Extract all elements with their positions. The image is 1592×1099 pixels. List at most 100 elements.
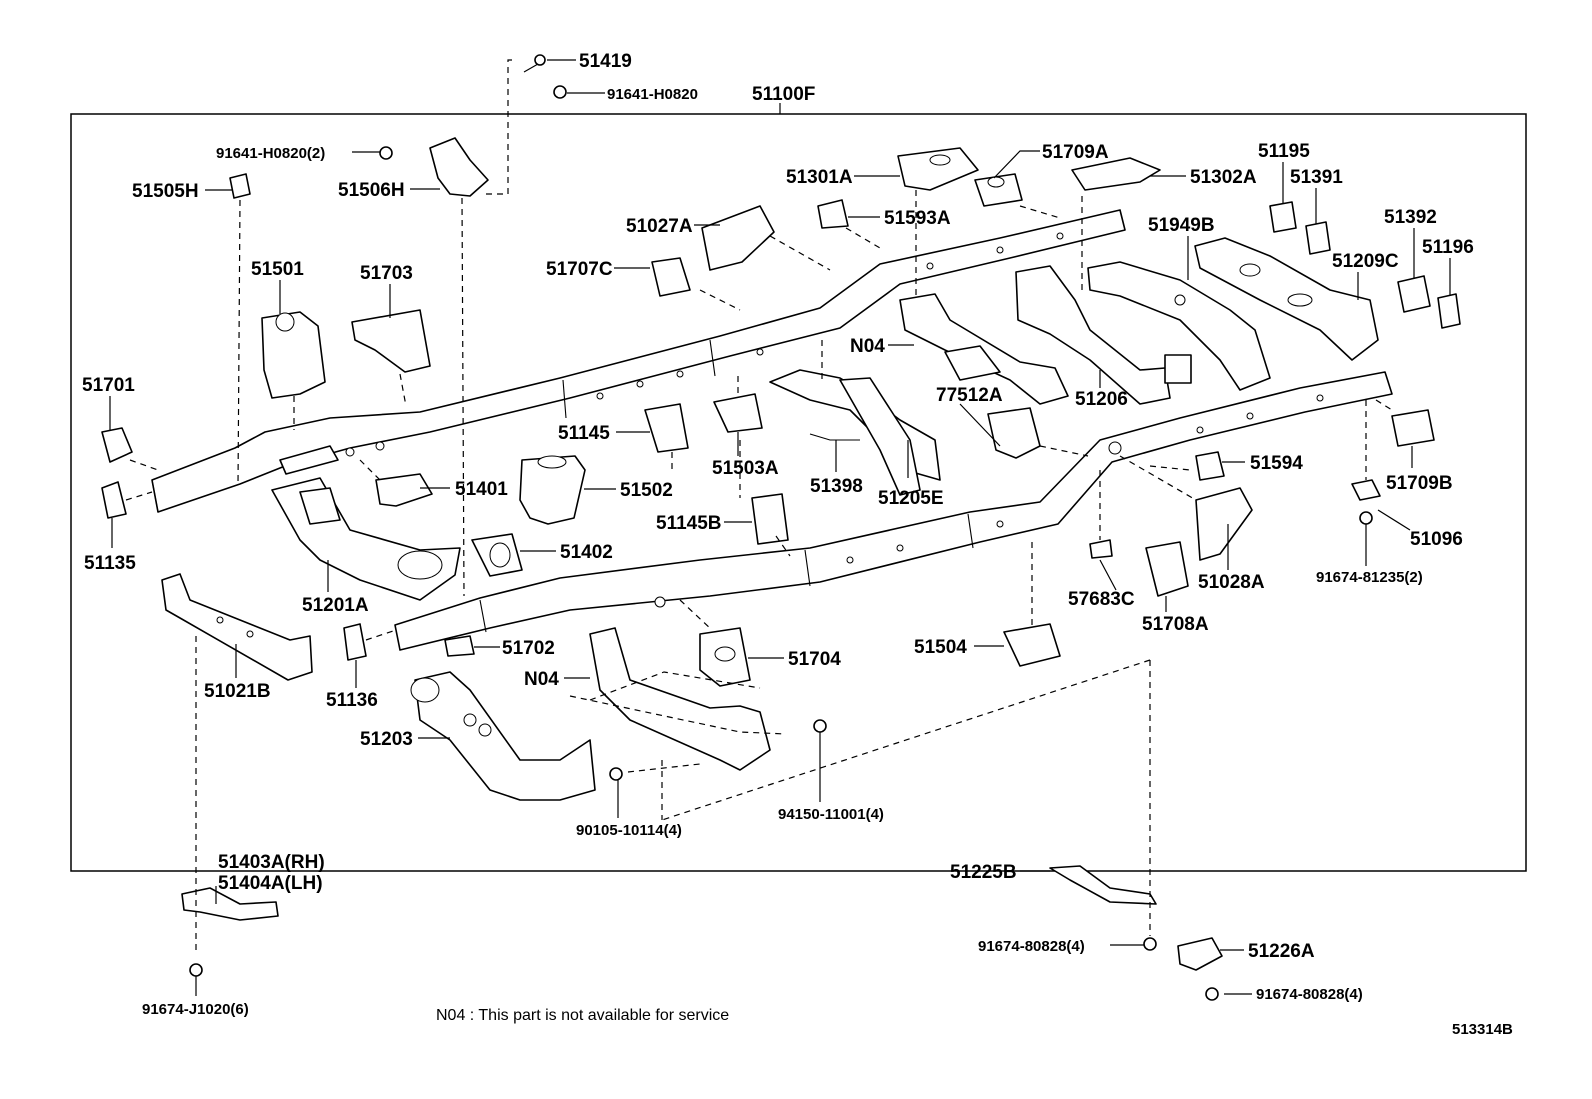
bracket-51593a	[817, 199, 849, 229]
label-91674-j1020-6: 91674-J1020(6)	[142, 1001, 249, 1018]
label-n04-upper: N04	[850, 336, 885, 357]
label-94150-11001-4: 94150-11001(4)	[778, 806, 884, 823]
label-51709b: 51709B	[1386, 473, 1453, 494]
label-51503a: 51503A	[712, 458, 779, 479]
label-51708a: 51708A	[1142, 614, 1209, 635]
bracket-51403a	[181, 887, 279, 921]
label-51301a: 51301A	[786, 167, 853, 188]
label-51709a: 51709A	[1042, 142, 1109, 163]
label-51209c: 51209C	[1332, 251, 1399, 272]
bracket-51096	[1351, 479, 1381, 501]
bracket-51225b	[1049, 865, 1157, 905]
crossmember-51021b	[161, 573, 313, 681]
bracket-51502	[519, 455, 586, 525]
label-51196: 51196	[1422, 237, 1474, 258]
nut-91641-h0820-2	[379, 146, 393, 160]
bolt-91674-80828-b	[1205, 987, 1219, 1001]
label-51021b: 51021B	[204, 681, 271, 702]
label-n04-lower: N04	[524, 669, 559, 690]
label-91641-h0820: 91641-H0820	[607, 86, 698, 103]
label-51136: 51136	[326, 690, 378, 711]
label-51398: 51398	[810, 476, 863, 497]
crossmember-51203	[410, 671, 596, 801]
bolt-90105	[609, 767, 623, 781]
bracket-51703	[351, 309, 431, 373]
crossmember-51205e	[769, 369, 941, 496]
label-51027a: 51027A	[626, 216, 693, 237]
label-51391: 51391	[1290, 167, 1343, 188]
label-51226a: 51226A	[1248, 941, 1315, 962]
bracket-51594	[1195, 451, 1225, 481]
bracket-51392	[1397, 275, 1431, 313]
service-note: N04 : This part is not available for ser…	[436, 1007, 729, 1024]
label-51501: 51501	[251, 259, 304, 280]
label-51302a: 51302A	[1190, 167, 1257, 188]
bracket-51027a	[701, 205, 775, 271]
label-51135: 51135	[84, 553, 136, 574]
label-51701: 51701	[82, 375, 135, 396]
label-91674-80828-4-a: 91674-80828(4)	[978, 938, 1085, 955]
label-51201a: 51201A	[302, 595, 369, 616]
label-51096: 51096	[1410, 529, 1463, 550]
label-51402: 51402	[560, 542, 613, 563]
bracket-51709b	[1391, 409, 1435, 447]
label-51028a: 51028A	[1198, 572, 1265, 593]
label-51506h: 51506H	[338, 180, 405, 201]
bolt-51419	[523, 54, 546, 73]
bracket-51136	[343, 623, 367, 661]
label-51704: 51704	[788, 649, 841, 670]
label-51203: 51203	[360, 729, 413, 750]
label-91641-h0820-2: 91641-H0820(2)	[216, 145, 325, 162]
label-51205e: 51205E	[878, 488, 944, 509]
crossmember-n04-lower	[589, 627, 771, 771]
bracket-51391	[1305, 221, 1331, 255]
label-51145: 51145	[558, 423, 610, 444]
label-51392: 51392	[1384, 207, 1437, 228]
bracket-77512a	[987, 407, 1041, 459]
label-51949b: 51949B	[1148, 215, 1215, 236]
label-57683c: 57683C	[1068, 589, 1135, 610]
bracket-51145	[644, 403, 689, 453]
diagram-code: 513314B	[1452, 1021, 1513, 1038]
label-51206: 51206	[1075, 389, 1128, 410]
label-51504: 51504	[914, 637, 967, 658]
bracket-57683c	[1089, 539, 1113, 559]
bracket-51708a	[1145, 541, 1189, 597]
bracket-51028a	[1195, 487, 1253, 561]
leader-lines	[109, 59, 1451, 996]
label-51419: 51419	[579, 51, 632, 72]
bracket-51135	[101, 481, 127, 519]
label-51225b: 51225B	[950, 862, 1017, 883]
crossmember-n04-upper	[899, 293, 1069, 405]
label-51702: 51702	[502, 638, 555, 659]
bracket-51226a	[1177, 937, 1223, 971]
label-91674-81235-2: 91674-81235(2)	[1316, 569, 1423, 586]
label-51100f: 51100F	[752, 84, 815, 105]
label-51403a-rh: 51403A(RH)	[218, 852, 325, 873]
bracket-51504	[1003, 623, 1061, 667]
bracket-51196	[1437, 293, 1461, 329]
bracket-51702	[444, 635, 475, 657]
label-51594: 51594	[1250, 453, 1303, 474]
bracket-51707c	[651, 257, 691, 297]
frame-assembly-box	[70, 113, 1527, 872]
bolt-91674-80828-a	[1143, 937, 1157, 951]
bracket-51701	[101, 427, 133, 463]
bracket-51503a	[713, 393, 763, 433]
left-frame-rail	[151, 209, 1126, 513]
crossmember-51209c	[1194, 237, 1379, 361]
label-51404a-lh: 51404A(LH)	[218, 873, 323, 894]
part-labels: 51419 91641-H0820 51100F 91641-H0820(2) …	[82, 51, 1474, 1018]
crossmember-51201a	[271, 477, 461, 601]
label-51401: 51401	[455, 479, 508, 500]
hose-51398	[809, 433, 860, 441]
assembly-dashed-lines	[125, 59, 1393, 950]
label-91674-80828-4-b: 91674-80828(4)	[1256, 986, 1363, 1003]
nut-94150	[813, 719, 827, 733]
bolt-91674-81235	[1359, 511, 1373, 525]
label-51195: 51195	[1258, 141, 1310, 162]
label-90105-10114-4: 90105-10114(4)	[576, 822, 682, 839]
nut-91641-h0820	[553, 85, 567, 99]
bolt-91674-j1020	[189, 963, 203, 977]
